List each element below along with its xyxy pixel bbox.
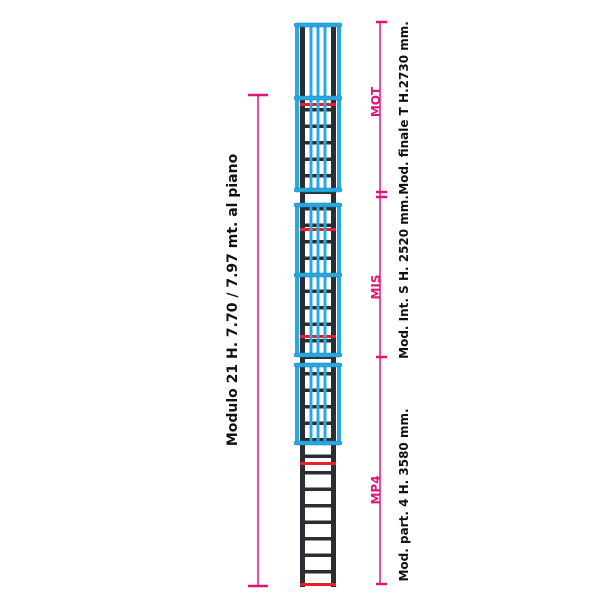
cage-hoop bbox=[293, 272, 343, 278]
module-label-mp4: Mod. part. 4 H. 3580 mm. bbox=[397, 408, 411, 581]
module-label-mis: Mod. Int. S H. 2520 mm. bbox=[397, 195, 411, 359]
ladder-rung bbox=[303, 537, 333, 541]
ladder-rung bbox=[303, 520, 333, 524]
ladder-rail-left bbox=[300, 25, 305, 587]
module-code-mp4: MP4 bbox=[369, 475, 383, 504]
ladder-rung bbox=[303, 454, 333, 458]
ladder-rung bbox=[303, 553, 333, 557]
cage-hoop bbox=[293, 362, 343, 368]
module-code-mot: MOT bbox=[369, 86, 383, 117]
cage-hoop bbox=[293, 95, 343, 101]
ladder-rung bbox=[303, 504, 333, 508]
module-label-mot: Mod. finale T H.2730 mm. bbox=[397, 21, 411, 195]
safety-rung bbox=[300, 462, 336, 465]
cage-hoop bbox=[293, 22, 343, 28]
ladder-rung bbox=[303, 570, 333, 574]
ladder-rail-right bbox=[331, 25, 336, 587]
cage-hoop bbox=[293, 187, 343, 193]
cage-hoop bbox=[293, 202, 343, 208]
cage-hoop bbox=[293, 352, 343, 358]
safety-cage bbox=[293, 22, 343, 446]
module-code-mis: MIS bbox=[369, 274, 383, 299]
overall-height-label: Modulo 21 H. 7.70 / 7.97 mt. al piano bbox=[225, 153, 241, 446]
ladder-rung bbox=[303, 471, 333, 475]
dimension-lines bbox=[248, 20, 387, 588]
cage-hoop bbox=[293, 440, 343, 446]
safety-rung bbox=[300, 583, 336, 586]
ladder-rung bbox=[303, 487, 333, 491]
